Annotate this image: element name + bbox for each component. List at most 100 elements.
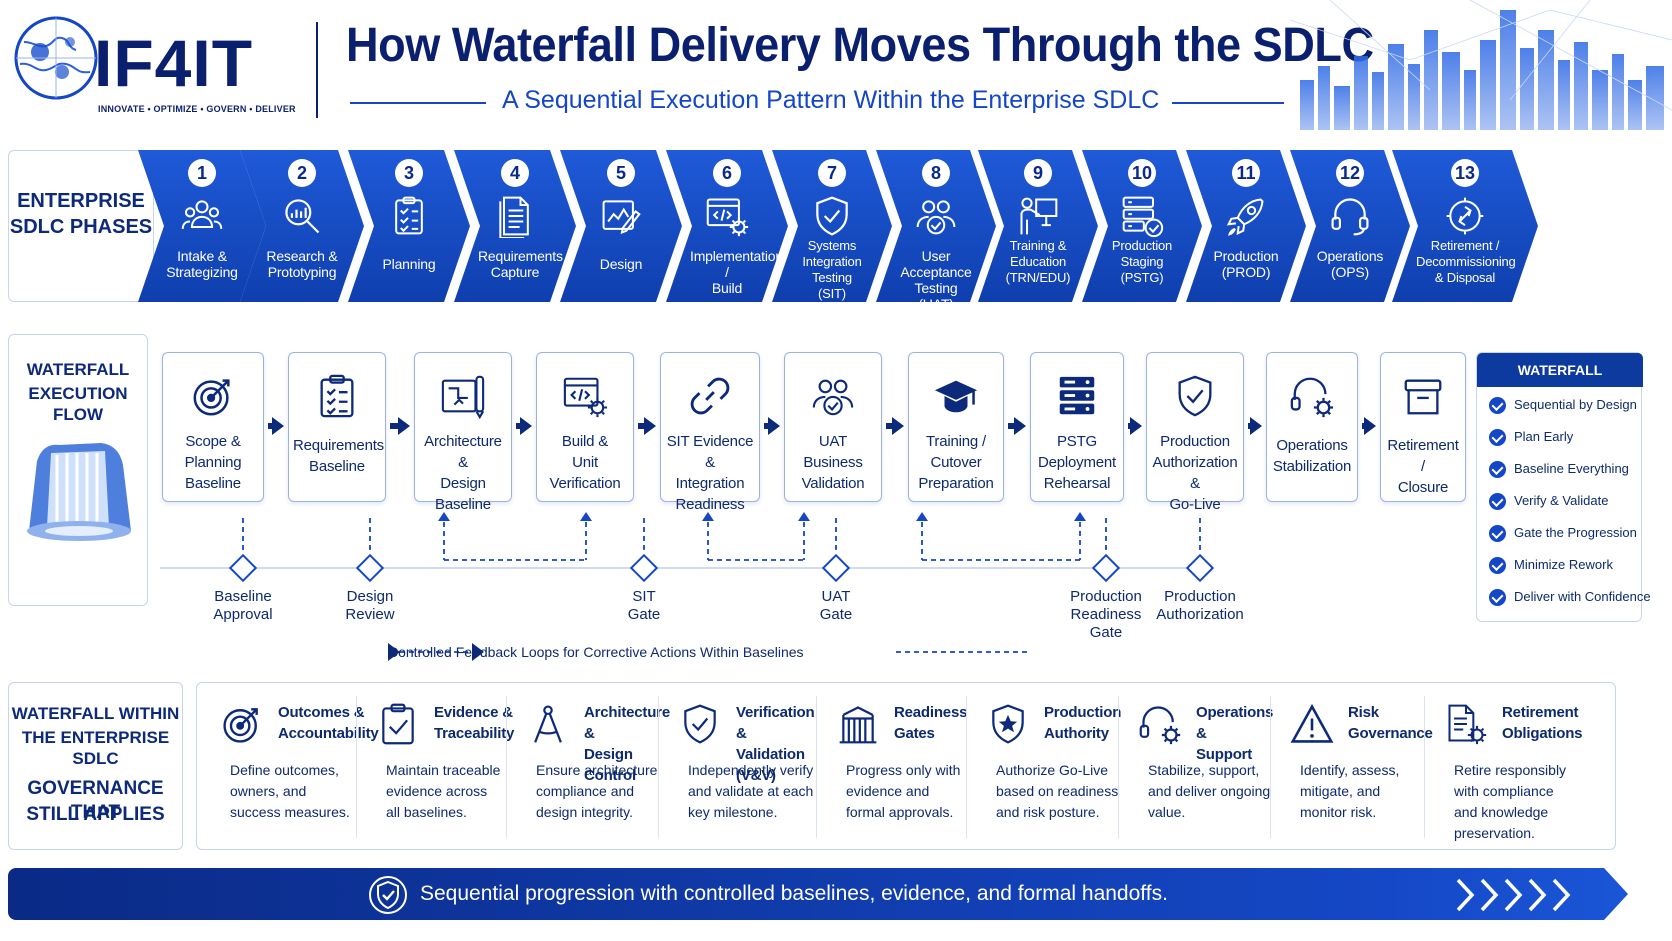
principle-item: Verify & Validate	[1489, 493, 1609, 511]
graduation-cap-icon	[933, 373, 979, 419]
governance-title-line: Evidence &	[434, 704, 513, 721]
phase-label-line: Decommissioning	[1416, 254, 1516, 269]
phase-label-line: Training &	[1009, 238, 1067, 253]
principle-item: Plan Early	[1489, 429, 1573, 447]
document-gear-icon	[1444, 702, 1488, 746]
governance-desc-line: success measures.	[230, 804, 350, 820]
gate-label-line: Approval	[213, 606, 273, 623]
page-subtitle: A Sequential Execution Pattern Within th…	[502, 86, 1160, 114]
check-circle-icon	[1489, 461, 1506, 479]
phase-label-line: Production	[1111, 238, 1173, 253]
principle-text: Gate the Progression	[1514, 525, 1637, 540]
gate-label-line: Readiness	[1070, 606, 1142, 623]
flow-step-label-line: Baseline	[185, 475, 241, 492]
governance-label-bottom-1: GOVERNANCE THAT	[27, 778, 164, 823]
principle-item: Minimize Rework	[1489, 557, 1613, 575]
city-skyline-image	[1290, 0, 1672, 130]
flow-step-label-line: Cutover	[930, 454, 982, 471]
phase-number-badge: 7	[818, 159, 846, 187]
governance-title-line: Verification &	[736, 704, 815, 742]
governance-title: Operations &Support	[1196, 702, 1273, 765]
flow-arrow-head	[272, 417, 284, 435]
governance-desc-line: Stabilize, support,	[1148, 762, 1260, 778]
governance-desc-line: mitigate, and	[1300, 783, 1381, 799]
compass-icon	[526, 702, 570, 746]
gate-label-line: Production	[1164, 588, 1236, 605]
gate-label-line: Production	[1070, 588, 1142, 605]
phase-label-line: (PSTG)	[1120, 270, 1164, 285]
phase-label-line: Staging	[1120, 254, 1164, 269]
target-icon	[190, 373, 236, 419]
governance-desc-line: value.	[1148, 804, 1186, 820]
governance-desc-line: formal approvals.	[846, 804, 954, 820]
flow-arrow-head	[644, 417, 656, 435]
governance-item-4: Verification &Validation (V&V)Independen…	[660, 690, 818, 842]
governance-title-line: Operations &	[1196, 704, 1274, 742]
flow-step-label-line: Operations	[1276, 437, 1348, 454]
principle-text: Minimize Rework	[1514, 557, 1613, 572]
principle-item: Deliver with Confidence	[1489, 589, 1651, 607]
phases-label-line2: SDLC PHASES	[9, 216, 153, 238]
phase-label-line: Requirements	[478, 248, 563, 264]
governance-label-top-1: WATERFALL WITHIN	[11, 704, 180, 723]
phase-label: Design	[584, 256, 658, 272]
gate-label-line: SIT	[632, 588, 656, 605]
phase-label-line: Capture	[490, 264, 540, 280]
feedback-arrow-head	[916, 512, 928, 521]
gate-label-line: Baseline	[214, 588, 272, 605]
governance-title-line: Authority	[1044, 725, 1109, 742]
flow-arrow-shaft	[1128, 423, 1130, 429]
phase-label-line: Research &	[266, 248, 338, 264]
feedback-arrow-head	[580, 512, 592, 521]
flow-step-label-line: Deployment	[1037, 454, 1117, 471]
governance-divider	[1270, 696, 1271, 838]
legend-arrow-head	[388, 643, 400, 661]
phase-number-badge: 2	[288, 159, 316, 187]
flow-arrow-head	[1364, 417, 1376, 435]
phase-label-line: & Disposal	[1434, 270, 1496, 285]
feedback-legend: Controlled Feedback Loops for Corrective…	[388, 644, 804, 660]
phase-label-line: Integration Testing	[802, 254, 862, 285]
governance-panel	[196, 682, 1616, 850]
principle-text: Baseline Everything	[1514, 461, 1629, 476]
flow-label-line2: EXECUTION FLOW	[28, 384, 128, 425]
flow-arrow-head	[768, 417, 780, 435]
governance-title-line: Validation (V&V)	[736, 746, 805, 784]
governance-divider	[816, 696, 817, 838]
phase-label: Intake &Strategizing	[162, 248, 242, 280]
principle-text: Verify & Validate	[1514, 493, 1609, 508]
phase-label: Implementation /Build	[690, 248, 764, 296]
link-icon	[687, 373, 733, 419]
phase-label-line: Intake &	[177, 248, 227, 264]
phase-label-line: Systems	[807, 238, 857, 253]
governance-divider	[966, 696, 967, 838]
legend-arrow-head	[472, 643, 484, 661]
phase-number-badge: 13	[1451, 159, 1479, 187]
governance-title-line: Accountability	[278, 725, 379, 742]
subtitle-line-right	[1172, 102, 1284, 104]
flow-arrow-shaft	[516, 423, 520, 429]
governance-title-line: Gates	[894, 725, 935, 742]
governance-title-line: Traceability	[434, 725, 515, 742]
flow-arrow-head	[398, 417, 410, 435]
